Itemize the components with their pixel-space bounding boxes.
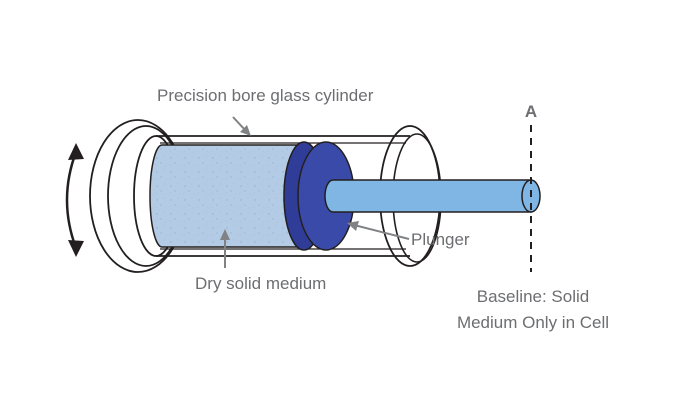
glass-cylinder <box>156 135 410 257</box>
cylinder-label: Precision bore glass cylinder <box>157 86 374 105</box>
baseline-label-line2: Medium Only in Cell <box>457 313 609 332</box>
point-a-label: A <box>525 102 537 121</box>
plunger-label: Plunger <box>411 230 470 249</box>
rotation-arrow-icon <box>65 143 84 257</box>
medium-label: Dry solid medium <box>195 274 326 293</box>
dry-solid-medium <box>149 144 301 248</box>
baseline-label-line1: Baseline: Solid <box>477 287 589 306</box>
leader-lines <box>220 116 410 268</box>
plunger-rod <box>324 179 541 213</box>
